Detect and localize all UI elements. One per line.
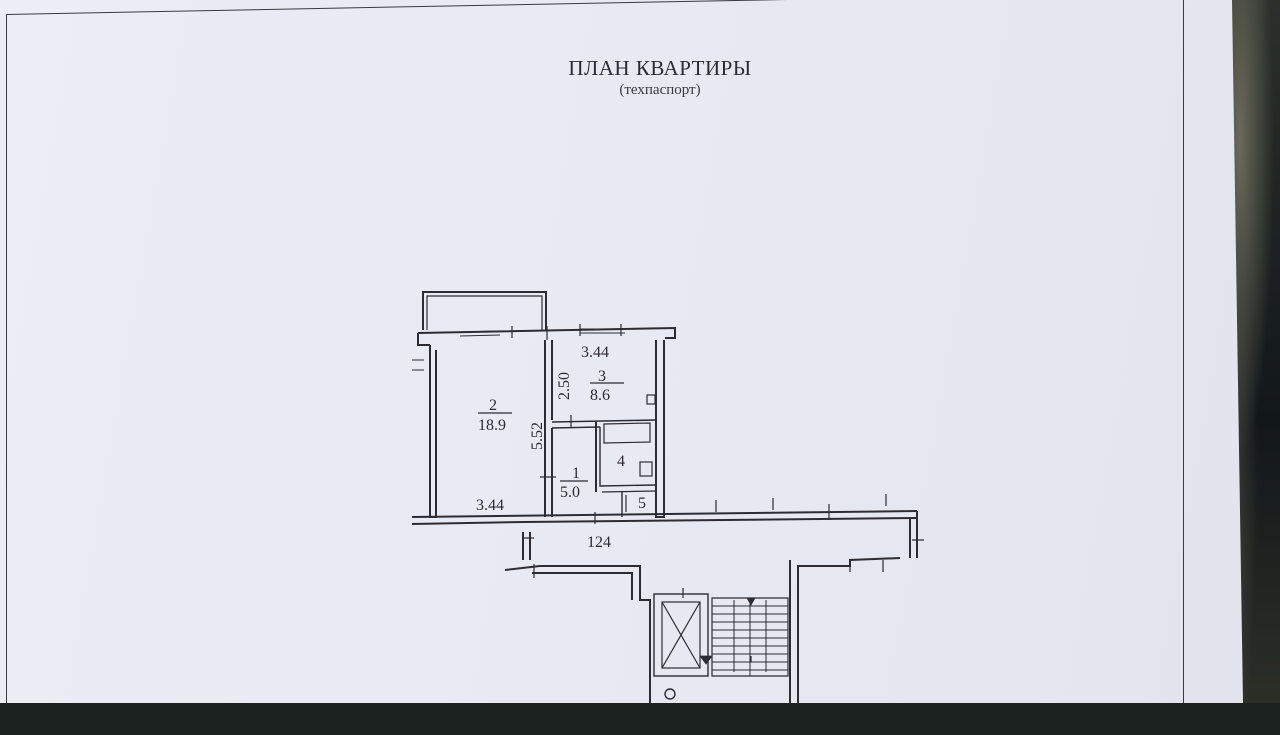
room-2-number: 2 (489, 397, 497, 414)
room-5-number: 5 (638, 495, 646, 512)
toilet (639, 461, 653, 477)
document-subtitle: (техпаспорт) (619, 82, 701, 98)
document-title: ПЛАН КВАРТИРЫ (568, 56, 752, 80)
elevator-shaft (661, 601, 701, 669)
balcony (422, 291, 547, 330)
room-1-number: 1 (572, 465, 580, 482)
dimension-room2-depth: 5.52 (529, 422, 546, 450)
kitchen-stove (646, 394, 656, 405)
stair-steps (712, 598, 788, 676)
interior-walls (522, 340, 657, 560)
dimension-room2-width: 3.44 (476, 497, 504, 514)
wall-ticks (511, 324, 924, 578)
room-2-area: 18.9 (478, 417, 506, 434)
dimension-room3-width: 3.44 (581, 344, 609, 361)
apartment-walls (411, 326, 918, 558)
floor-plan: 2 18.9 3 8.6 1 5.0 4 5 3.44 2.50 5.52 3.… (411, 291, 924, 703)
dimension-corridor: 124 (587, 534, 611, 551)
floor-drain-icon (664, 688, 676, 700)
staircase (711, 597, 789, 677)
room-1-area: 5.0 (560, 484, 580, 501)
dimension-room3-depth: 2.50 (556, 372, 573, 400)
room-4-number: 4 (617, 453, 625, 470)
bathtub (603, 422, 651, 444)
room-3-area: 8.6 (590, 387, 610, 404)
paper-sheet: ПЛАН КВАРТИРЫ (техпаспорт) (0, 0, 1243, 703)
stairwell (504, 557, 901, 703)
room-3-number: 3 (598, 368, 606, 385)
